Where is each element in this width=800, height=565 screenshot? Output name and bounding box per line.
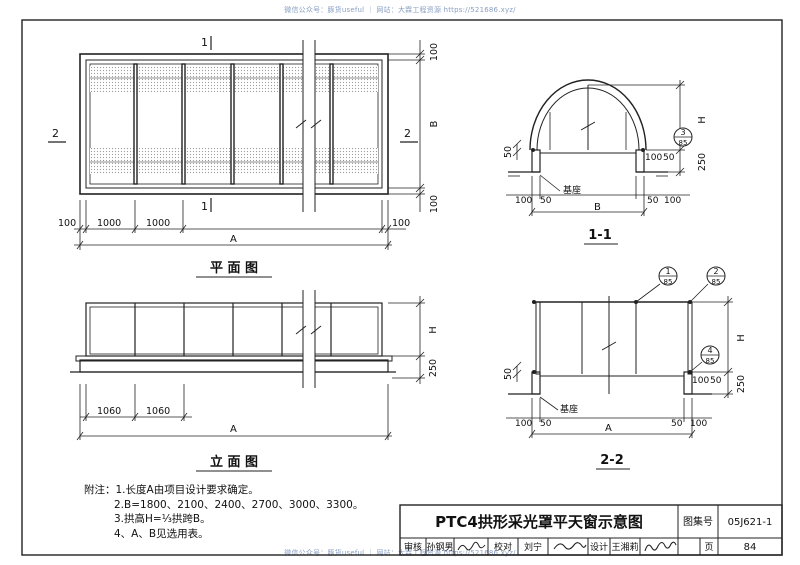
titleblock-reviewer-signature — [457, 541, 486, 551]
titleblock-check-label: 校对 — [494, 541, 512, 553]
titleblock-atlas-no: 05J621-1 — [728, 517, 773, 528]
plan-section-marks — [48, 36, 418, 212]
section-1-1-joint-right — [641, 148, 645, 152]
section-1-1-dim-50-right: 50 — [663, 153, 675, 163]
elevation-dim-a: A — [230, 424, 237, 435]
note-line-3: 3.拱高H=⅓拱跨B。 — [114, 513, 211, 525]
section-2-2-dim-bottom-2: 50 — [671, 419, 683, 429]
section-2-2-leaders — [635, 283, 709, 373]
section-2-2-dim-50-right: 50 — [710, 376, 722, 386]
section-2-2-view — [508, 296, 712, 395]
section-2-2-detail2-num: 2 — [713, 267, 718, 276]
plan-section-1-top: 1 — [201, 36, 208, 49]
titleblock-checker-signature — [553, 542, 587, 550]
titleblock-designer: 王湘莉 — [611, 541, 638, 553]
section-2-2-caption: 2-2 — [600, 453, 624, 468]
elevation-dim-h: H — [428, 326, 439, 334]
plan-dim-left: 100 — [58, 218, 76, 229]
section-2-2-detail2-sheet: 85 — [712, 278, 721, 286]
section-2-2-detail1-sheet: 85 — [664, 278, 673, 286]
plan-dim-a: A — [230, 234, 237, 245]
note-line-2: 2.B=1800、2100、2400、2700、3000、3300。 — [114, 498, 364, 511]
section-2-2-detail4-sheet: 85 — [706, 357, 715, 365]
plan-dim-b: B — [429, 120, 440, 127]
titleblock-atlas-label: 图集号 — [683, 515, 713, 528]
titleblock-reviewer: 孙钢男 — [426, 541, 453, 553]
section-1-1-joint-left — [531, 148, 535, 152]
note-line-1: 附注：1.长度A由项目设计要求确定。 — [84, 484, 259, 496]
elevation-dim-250: 250 — [428, 359, 439, 377]
elevation-view — [70, 290, 396, 388]
section-1-1-dim-b: B — [594, 202, 601, 213]
section-2-2-base-leader — [539, 396, 559, 411]
plan-dim-top: 100 — [429, 43, 440, 61]
section-2-2-dim-a: A — [605, 423, 612, 434]
section-1-1-dim-bottom-1: 50 — [540, 196, 552, 206]
title-block — [399, 504, 783, 556]
section-1-1-dims — [506, 80, 690, 217]
section-1-1-dim-bottom-2: 50 — [647, 196, 659, 206]
titleblock-title: PTC4拱形采光罩平天窗示意图 — [435, 513, 643, 531]
section-1-1-base-label: 基座 — [563, 184, 581, 196]
notes-block: 附注：1.长度A由项目设计要求确定。 2.B=1800、2100、2400、27… — [84, 483, 363, 541]
note-line-4: 4、A、B见选用表。 — [114, 527, 209, 540]
elevation-horizontal-dims — [76, 384, 392, 441]
titleblock-page-no: 84 — [744, 542, 757, 553]
section-2-2-dim-100-right: 100 — [692, 376, 709, 386]
plan-section-2-right: 2 — [404, 127, 411, 140]
elevation-dim-span2: 1060 — [146, 406, 170, 417]
section-1-1-base-leader — [539, 174, 561, 192]
section-2-2-dim-h: H — [736, 334, 747, 342]
section-1-1-detail-num: 3 — [680, 128, 685, 137]
section-2-2-dim-50: 50 — [503, 368, 514, 380]
plan-vertical-dims — [388, 40, 425, 212]
watermark-top: 微信公众号：豚货useful ｜ 网站：大霖工程资源 https://52168… — [284, 6, 516, 14]
titleblock-checker: 刘宁 — [524, 541, 542, 553]
section-2-2-dims — [506, 296, 733, 439]
plan-dim-span2: 1000 — [146, 218, 170, 229]
titleblock-review-label: 审核 — [404, 541, 422, 553]
section-1-1-dim-50: 50 — [503, 146, 514, 158]
section-1-1-view — [508, 79, 668, 177]
section-2-2-dim-bottom-3: 100 — [690, 419, 707, 429]
plan-dim-bottom: 100 — [429, 195, 440, 213]
plan-caption: 平 面 图 — [210, 261, 258, 276]
section-1-1-dim-bottom-3: 100 — [664, 196, 681, 206]
titleblock-designer-signature — [644, 541, 677, 552]
section-1-1-detail-sheet: 85 — [679, 139, 688, 147]
section-1-1-dim-100-right: 100 — [645, 153, 662, 163]
section-1-1-dim-250: 250 — [697, 153, 708, 171]
section-2-2-dim-bottom-1: 50 — [540, 419, 552, 429]
plan-dim-span1: 1000 — [97, 218, 121, 229]
elevation-caption: 立 面 图 — [210, 454, 258, 470]
elevation-vertical-dims — [388, 296, 425, 384]
section-2-2-dim-250: 250 — [736, 375, 747, 393]
section-2-2-base-label: 基座 — [560, 403, 578, 415]
section-1-1-caption: 1-1 — [588, 228, 612, 243]
section-1-1-dim-h: H — [697, 116, 708, 124]
elevation-dim-span1: 1060 — [97, 406, 121, 417]
plan-view — [79, 40, 389, 212]
section-2-2-joint-left — [532, 300, 536, 304]
section-2-2-dim-bottom-0: 100 — [515, 419, 532, 429]
section-1-1-dim-bottom-0: 100 — [515, 196, 532, 206]
titleblock-design-label: 设计 — [590, 541, 608, 553]
section-2-2-joint-base-left — [532, 370, 536, 374]
plan-section-1-bottom: 1 — [201, 200, 208, 213]
titleblock-page-label: 页 — [704, 542, 713, 553]
section-2-2-detail1-num: 1 — [665, 267, 670, 276]
plan-dim-right: 100 — [392, 218, 410, 229]
plan-section-2-left: 2 — [52, 127, 59, 140]
section-2-2-detail4-num: 4 — [707, 346, 712, 355]
plan-horizontal-dims — [74, 200, 406, 250]
